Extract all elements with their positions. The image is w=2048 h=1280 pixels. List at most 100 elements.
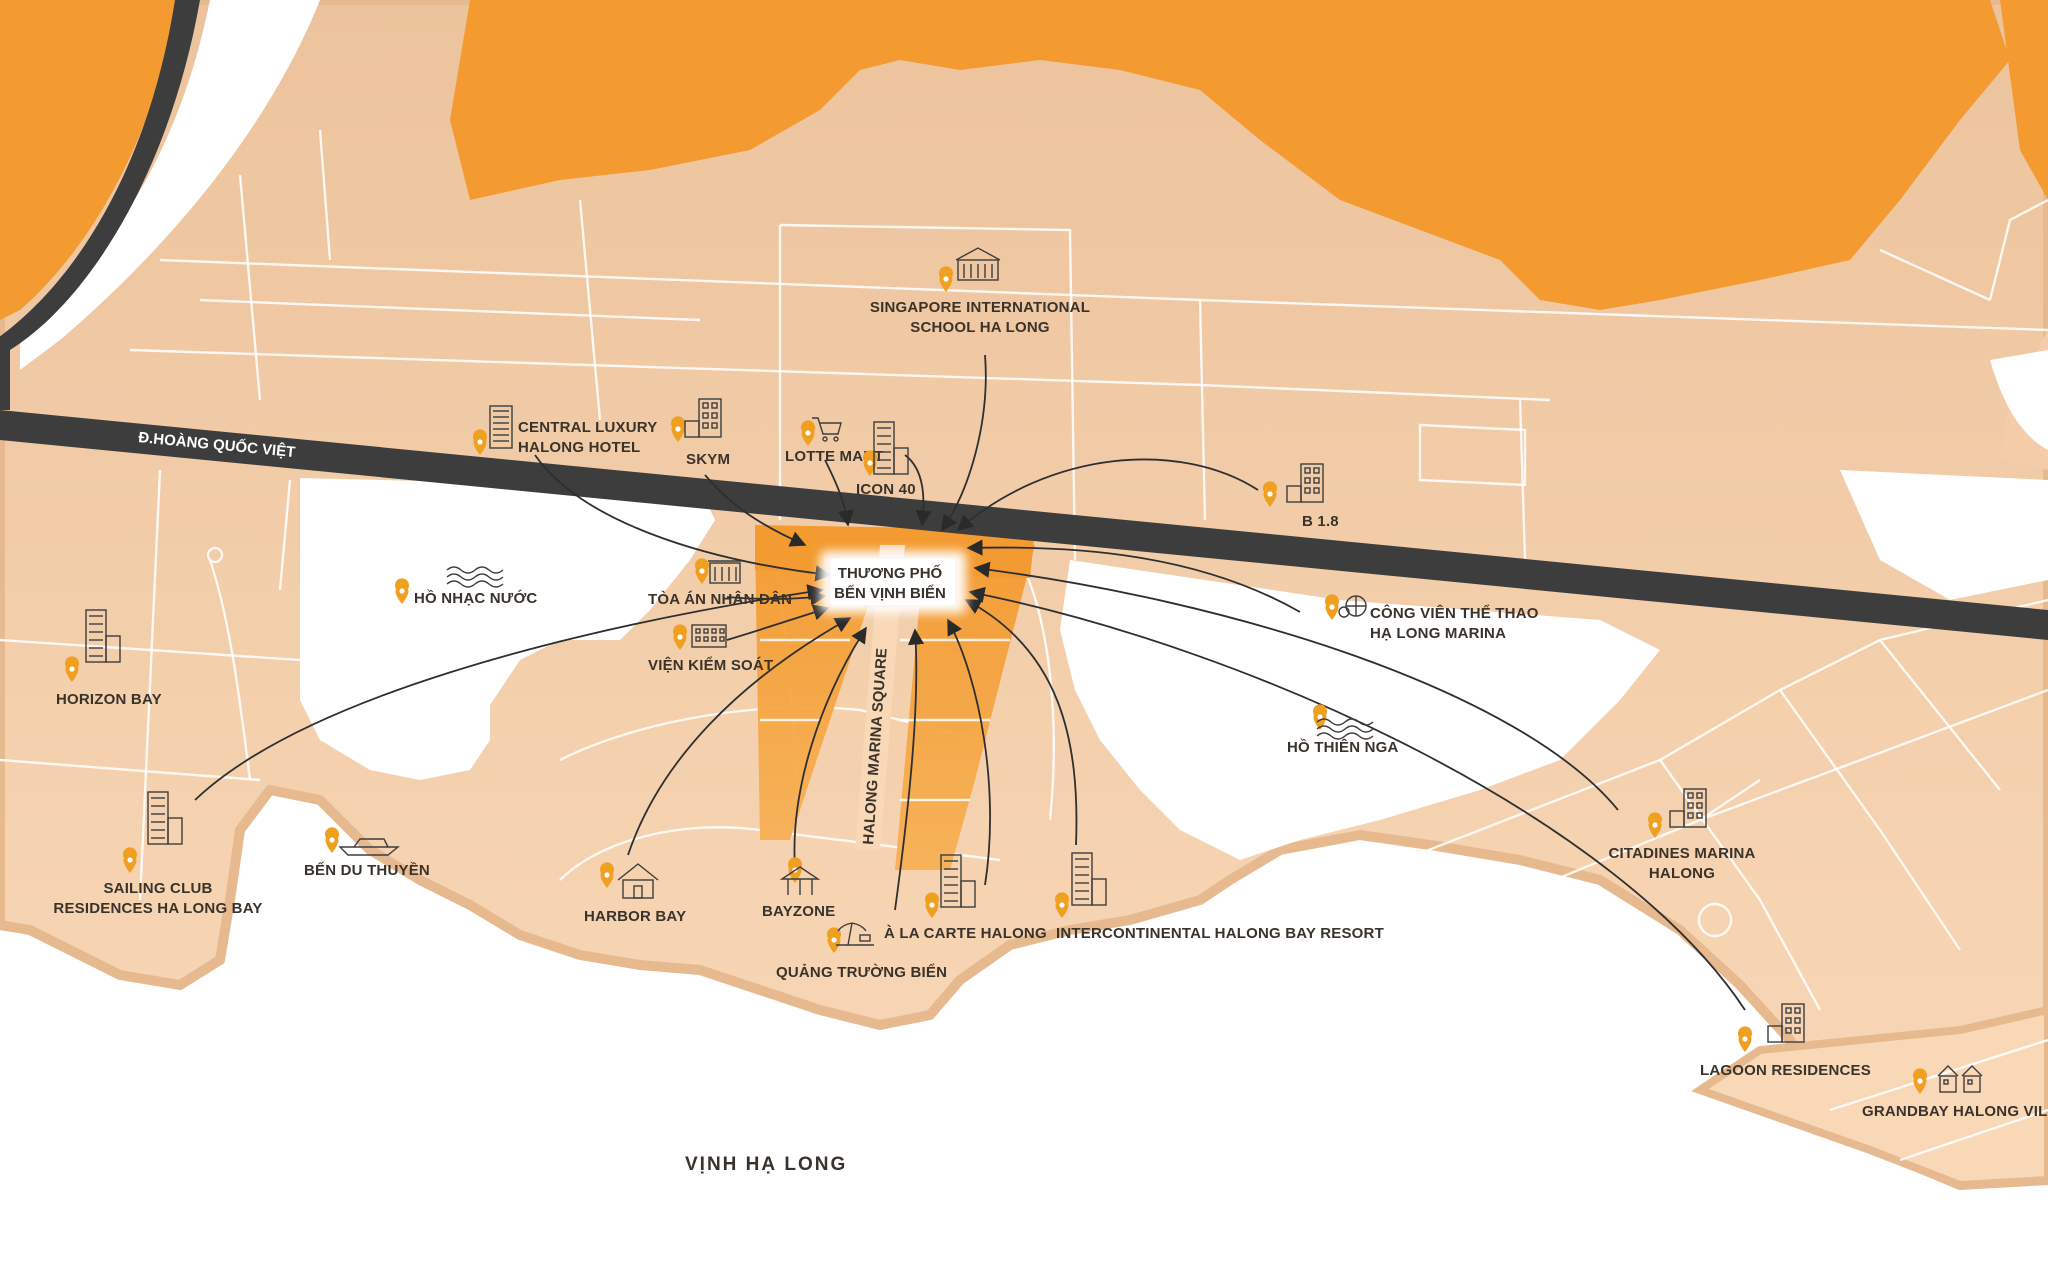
- map-pin-icon: [600, 862, 614, 888]
- place-label: SCHOOL HA LONG: [910, 319, 1049, 336]
- place-vien-kiem-soat[interactable]: VIỆN KIỂM SOÁT: [648, 624, 773, 674]
- place-cong-vien[interactable]: CÔNG VIÊN THỂ THAO HẠ LONG MARINA: [1325, 594, 1539, 642]
- place-label: HORIZON BAY: [56, 691, 162, 708]
- bay-label: VỊNH HẠ LONG: [685, 1154, 847, 1175]
- place-label: QUẢNG TRƯỜNG BIỂN: [776, 963, 947, 981]
- place-label: HỒ NHẠC NƯỚC: [414, 589, 537, 607]
- place-toa-an[interactable]: TÒA ÁN NHÂN DÂN: [648, 558, 792, 608]
- place-label: CÔNG VIÊN THỂ THAO: [1370, 604, 1539, 622]
- map-pin-icon: [325, 827, 340, 853]
- tower-icon: [147, 791, 183, 845]
- map-pin-icon: [1263, 481, 1277, 507]
- map-pin-icon: [671, 416, 686, 442]
- place-label: HẠ LONG MARINA: [1370, 625, 1506, 642]
- place-label: SKYM: [686, 451, 730, 468]
- place-label: BAYZONE: [762, 903, 835, 920]
- beach-icon: [836, 922, 874, 946]
- map-pin-icon: [123, 847, 138, 873]
- shopping-cart-icon: [812, 417, 842, 442]
- place-label: B 1.8: [1302, 513, 1339, 530]
- place-icon-40[interactable]: ICON 40: [856, 421, 916, 498]
- place-label: BẾN DU THUYỀN: [304, 862, 430, 879]
- sports-ball-icon: [1338, 595, 1367, 618]
- place-label: CENTRAL LUXURY: [518, 419, 657, 436]
- place-label: HALONG: [1649, 865, 1715, 882]
- school-icon: [955, 247, 1001, 281]
- place-quang-truong-bien[interactable]: QUẢNG TRƯỜNG BIỂN: [776, 922, 947, 981]
- place-label: HALONG HOTEL: [518, 439, 640, 456]
- lakes: [300, 330, 2048, 860]
- place-central-luxury[interactable]: CENTRAL LUXURY HALONG HOTEL: [473, 405, 657, 456]
- house-icon: [617, 863, 659, 899]
- map-pin-icon: [1055, 892, 1069, 918]
- place-skym[interactable]: SKYM: [671, 398, 730, 468]
- place-lagoon[interactable]: LAGOON RESIDENCES: [1700, 1003, 1871, 1079]
- place-horizon-bay[interactable]: HORIZON BAY: [56, 609, 162, 708]
- hotel-icon: [489, 405, 513, 449]
- place-label: INTERCONTINENTAL HALONG BAY RESORT: [1056, 925, 1384, 942]
- place-label: HARBOR BAY: [584, 908, 686, 925]
- place-ho-nhac-nuoc[interactable]: HỒ NHẠC NƯỚC: [395, 566, 537, 607]
- map-pin-icon: [1738, 1026, 1753, 1052]
- place-label: SAILING CLUB: [103, 880, 212, 897]
- building-icon: [1669, 788, 1707, 828]
- river: [20, 0, 320, 370]
- place-citadines[interactable]: CITADINES MARINA HALONG: [1608, 788, 1755, 882]
- tower-icon: [940, 854, 976, 908]
- map-pin-icon: [924, 892, 939, 918]
- place-label: SINGAPORE INTERNATIONAL: [870, 299, 1090, 316]
- center-title-line2: BẾN VỊNH BIỂN: [834, 584, 946, 602]
- place-label: VIỆN KIỂM SOÁT: [648, 656, 773, 674]
- land-area: [0, 0, 2048, 1190]
- tower-icon: [1071, 852, 1107, 906]
- map-pin-icon: [695, 558, 709, 584]
- place-singapore-school[interactable]: SINGAPORE INTERNATIONAL SCHOOL HA LONG: [870, 247, 1090, 336]
- place-intercontinental[interactable]: INTERCONTINENTAL HALONG BAY RESORT: [1055, 852, 1384, 942]
- place-grandbay[interactable]: GRANDBAY HALONG VILLA: [1862, 1065, 2048, 1120]
- hills: [0, 0, 2048, 320]
- place-label: LOTTE MART: [785, 448, 884, 465]
- place-ho-thien-nga[interactable]: HỒ THIÊN NGA: [1287, 704, 1399, 756]
- map-pin-icon: [1325, 594, 1339, 620]
- place-label: GRANDBAY HALONG VILLA: [1862, 1103, 2048, 1120]
- place-bayzone[interactable]: BAYZONE: [762, 857, 835, 920]
- map-pin-icon: [65, 656, 79, 682]
- map-pin-icon: [801, 420, 816, 446]
- building-icon: [1767, 1003, 1805, 1043]
- pavilion-icon: [779, 866, 821, 895]
- map-pin-icon: [1913, 1068, 1927, 1094]
- center-marker: THƯƠNG PHỐ BẾN VỊNH BIỂN: [820, 551, 966, 613]
- place-sailing-club[interactable]: SAILING CLUB RESIDENCES HA LONG BAY: [53, 791, 262, 917]
- place-label: CITADINES MARINA: [1608, 845, 1755, 862]
- courthouse-icon: [708, 560, 742, 584]
- villa-icon: [1937, 1065, 1983, 1093]
- place-a-la-carte[interactable]: À LA CARTE HALONG: [884, 854, 1047, 942]
- place-lotte-mart[interactable]: LOTTE MART: [785, 417, 884, 465]
- map-pin-icon: [395, 578, 410, 604]
- map-pin-icon: [1648, 812, 1662, 838]
- place-label: RESIDENCES HA LONG BAY: [53, 900, 262, 917]
- map-pin-icon: [673, 624, 687, 650]
- tower-icon: [85, 609, 121, 663]
- place-b18[interactable]: B 1.8: [1263, 463, 1339, 530]
- water-wave-icon: [1316, 718, 1374, 740]
- water-wave-icon: [446, 566, 504, 588]
- places-layer: SINGAPORE INTERNATIONAL SCHOOL HA LONG CEN…: [53, 247, 2048, 1120]
- building-icon: [1286, 463, 1324, 503]
- place-label: ICON 40: [856, 481, 916, 498]
- yacht-icon: [338, 838, 400, 856]
- map-pin-icon: [827, 927, 842, 953]
- place-label: TÒA ÁN NHÂN DÂN: [648, 590, 792, 608]
- map-pin-icon: [1313, 704, 1327, 730]
- place-harbor-bay[interactable]: HARBOR BAY: [584, 862, 686, 925]
- office-icon: [691, 624, 727, 648]
- map-pin-icon: [473, 429, 488, 455]
- place-label: LAGOON RESIDENCES: [1700, 1062, 1871, 1079]
- place-ben-du-thuyen[interactable]: BẾN DU THUYỀN: [304, 827, 430, 879]
- tower-icon: [873, 421, 909, 475]
- center-title-line1: THƯƠNG PHỐ: [838, 564, 943, 582]
- place-label: HỒ THIÊN NGA: [1287, 738, 1399, 756]
- building-icon: [684, 398, 722, 438]
- place-label: À LA CARTE HALONG: [884, 925, 1047, 942]
